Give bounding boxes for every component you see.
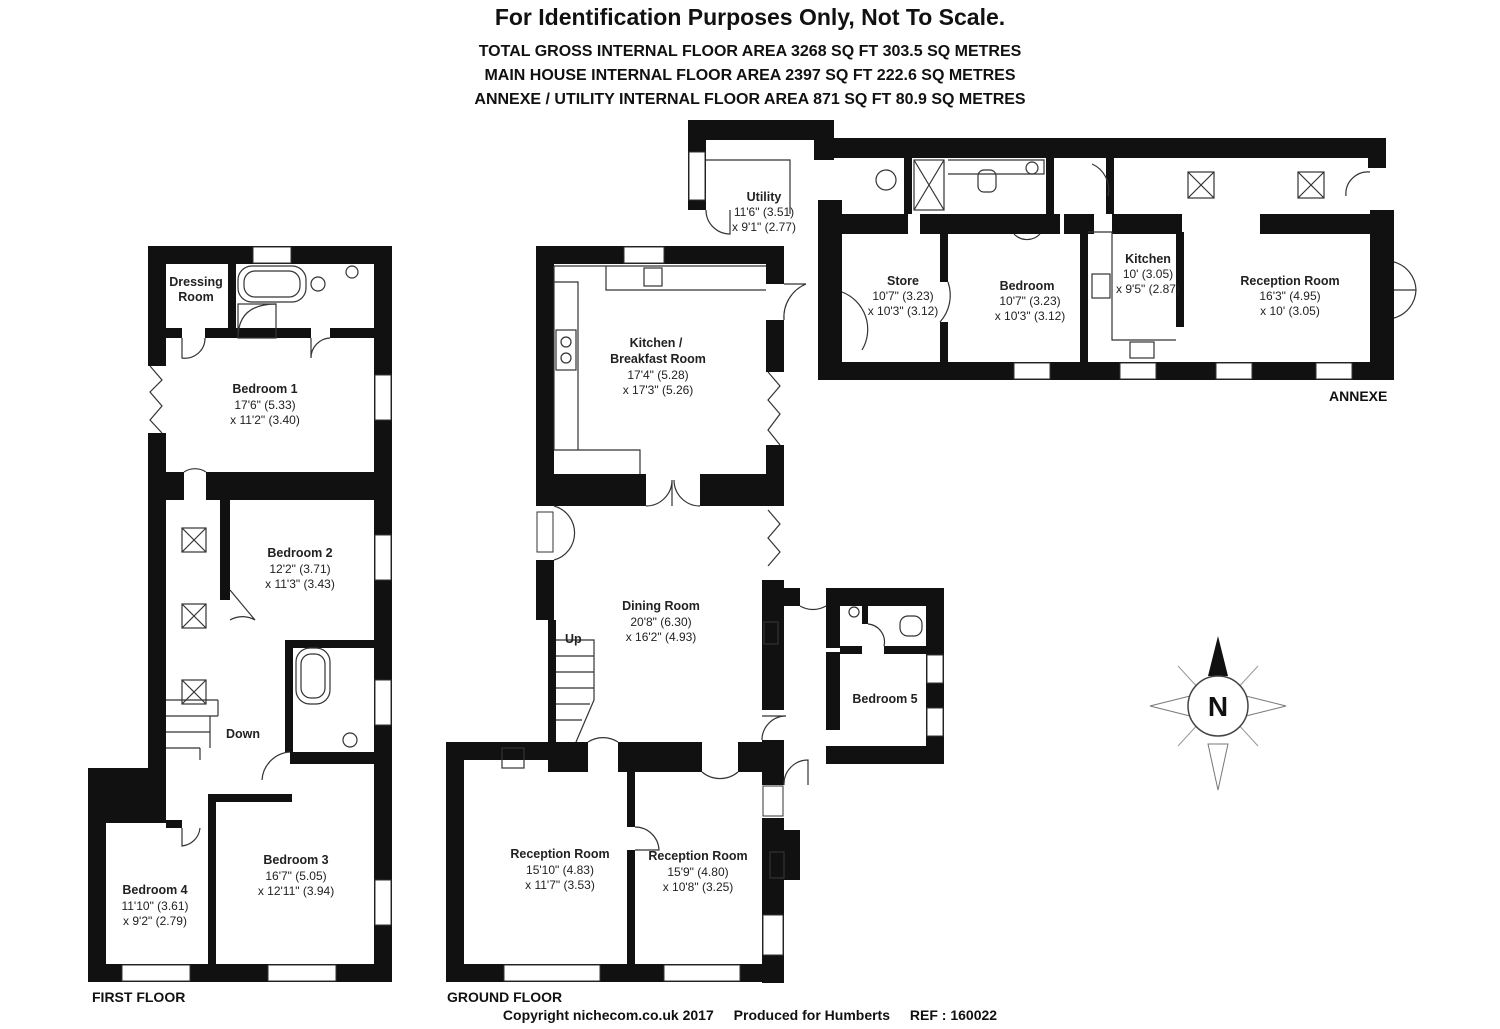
area-line-total: TOTAL GROSS INTERNAL FLOOR AREA 3268 SQ … — [478, 43, 1022, 60]
room-dim-reception-a: 15'10" (4.83) — [526, 863, 594, 877]
room-dim-annexe-reception: 16'3" (4.95) — [1259, 289, 1320, 303]
annexe-windows — [688, 151, 1353, 380]
room-label-bedroom-4: Bedroom 4 — [122, 883, 187, 897]
annexe-fixtures — [705, 159, 1417, 359]
room-dim-store: x 10'3" (3.12) — [868, 304, 939, 318]
footer: Copyright nichecom.co.uk 2017 Produced f… — [0, 1007, 1500, 1023]
skylight-icon — [181, 603, 207, 629]
room-dim-kitchen-breakfast: 17'4" (5.28) — [627, 368, 688, 382]
first-floor-fixtures — [149, 265, 359, 847]
footer-produced-for: Produced for Humberts — [733, 1007, 891, 1023]
room-label-dressing: Room — [178, 290, 213, 304]
plan-title: For Identification Purposes Only, Not To… — [494, 4, 1006, 30]
room-dim-bedroom-3: x 12'11" (3.94) — [258, 884, 334, 898]
area-line-annexe: ANNEXE / UTILITY INTERNAL FLOOR AREA 871… — [474, 91, 1026, 108]
ground-floor-labels: Kitchen / Breakfast Room 17'4" (5.28) x … — [447, 336, 918, 1005]
first-floor-labels: Dressing Room Bedroom 1 17'6" (5.33) x 1… — [92, 275, 335, 1005]
annexe-labels: Utility 11'6" (3.51) x 9'1" (2.77) Store… — [732, 190, 1387, 404]
floor-label-first: FIRST FLOOR — [92, 989, 185, 1005]
room-dim-annexe-kitchen: x 9'5" (2.87) — [1116, 282, 1180, 296]
footer-reference: REF : 160022 — [909, 1007, 998, 1023]
room-dim-bedroom-1: x 11'2" (3.40) — [230, 413, 300, 427]
room-label-bedroom-2: Bedroom 2 — [267, 546, 332, 560]
room-dim-annexe-kitchen: 10' (3.05) — [1123, 267, 1173, 281]
room-label-dining: Dining Room — [622, 599, 700, 613]
room-dim-annexe-bedroom: 10'7" (3.23) — [999, 294, 1060, 308]
room-dim-bedroom-2: x 11'3" (3.43) — [265, 577, 335, 591]
first-floor-windows — [121, 246, 392, 982]
room-dim-utility: 11'6" (3.51) — [734, 205, 794, 219]
room-label-reception-a: Reception Room — [510, 847, 609, 861]
room-dim-kitchen-breakfast: x 17'3" (5.26) — [623, 383, 694, 397]
skylight-icon — [1187, 171, 1215, 199]
annexe-walls — [688, 120, 1394, 380]
room-dim-dining: 20'8" (6.30) — [630, 615, 691, 629]
room-label-bedroom-1: Bedroom 1 — [232, 382, 297, 396]
room-label-dressing: Dressing — [169, 275, 223, 289]
room-label-utility: Utility — [747, 190, 782, 204]
room-dim-dining: x 16'2" (4.93) — [626, 630, 697, 644]
compass-north-letter: N — [1208, 691, 1228, 722]
room-dim-bedroom-2: 12'2" (3.71) — [269, 562, 330, 576]
room-dim-utility: x 9'1" (2.77) — [732, 220, 796, 234]
room-label-bedroom-5: Bedroom 5 — [852, 692, 917, 706]
first-floor-walls — [88, 246, 392, 982]
room-label-bedroom-3: Bedroom 3 — [263, 853, 328, 867]
room-label-reception-b: Reception Room — [648, 849, 747, 863]
room-dim-bedroom-1: 17'6" (5.33) — [234, 398, 295, 412]
ground-floor-fixtures — [501, 265, 923, 879]
room-dim-annexe-reception: x 10' (3.05) — [1260, 304, 1320, 318]
room-dim-reception-b: x 10'8" (3.25) — [663, 880, 734, 894]
room-label-kitchen-breakfast: Kitchen / — [630, 336, 683, 350]
stairs-down-label: Down — [226, 727, 260, 741]
room-label-annexe-bedroom: Bedroom — [1000, 279, 1055, 293]
room-dim-reception-a: x 11'7" (3.53) — [525, 878, 595, 892]
floor-label-ground: GROUND FLOOR — [447, 989, 562, 1005]
room-label-annexe-kitchen: Kitchen — [1125, 252, 1171, 266]
room-dim-bedroom-4: 11'10" (3.61) — [121, 899, 188, 913]
room-label-annexe-reception: Reception Room — [1240, 274, 1339, 288]
room-label-store: Store — [887, 274, 919, 288]
room-dim-store: 10'7" (3.23) — [872, 289, 933, 303]
footer-copyright: Copyright nichecom.co.uk 2017 — [502, 1007, 714, 1023]
area-line-main-house: MAIN HOUSE INTERNAL FLOOR AREA 2397 SQ F… — [484, 67, 1016, 84]
room-dim-bedroom-4: x 9'2" (2.79) — [123, 914, 187, 928]
room-dim-reception-b: 15'9" (4.80) — [667, 865, 728, 879]
compass-rose-icon: N — [1149, 636, 1287, 791]
stairs-up-label: Up — [565, 632, 582, 646]
room-dim-bedroom-3: 16'7" (5.05) — [265, 869, 326, 883]
room-label-kitchen-breakfast: Breakfast Room — [610, 352, 706, 366]
ground-floor-windows — [503, 246, 944, 982]
floor-label-annexe: ANNEXE — [1329, 388, 1387, 404]
skylight-icon — [181, 527, 207, 553]
skylight-icon — [1297, 171, 1325, 199]
room-dim-annexe-bedroom: x 10'3" (3.12) — [995, 309, 1066, 323]
